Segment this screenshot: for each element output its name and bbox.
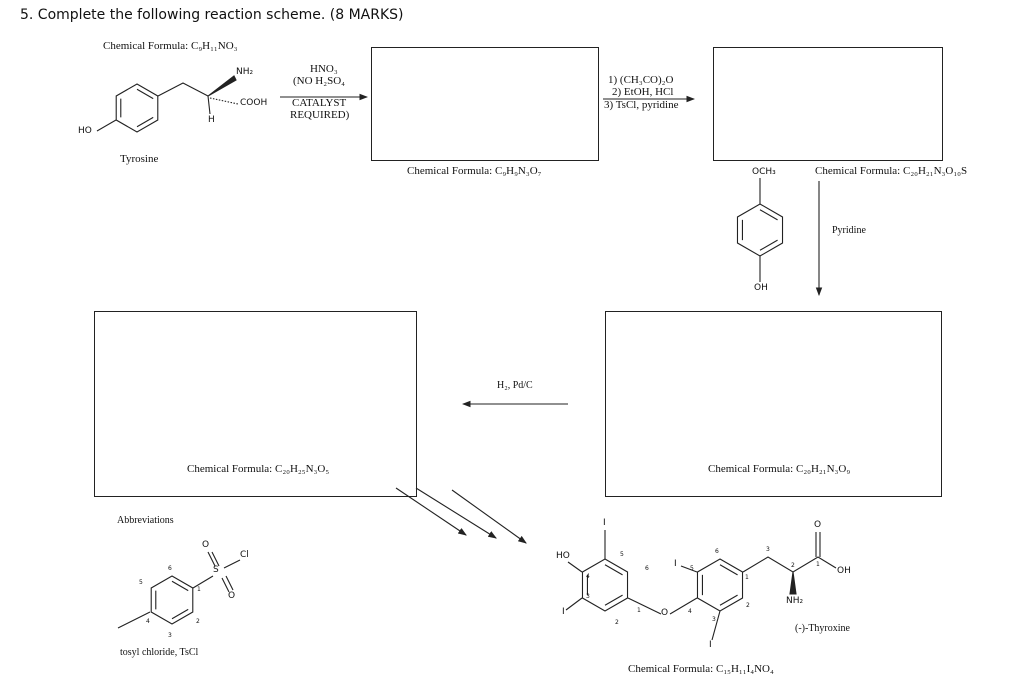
pyridine-label: Pyridine: [832, 225, 866, 236]
double-bond: [604, 564, 623, 576]
atom-number: 6: [168, 565, 172, 572]
tscl-o: O: [228, 591, 236, 601]
iodine-label: I: [603, 518, 606, 528]
thyroxine-ring-b: [696, 558, 744, 612]
tyrosine-bonds: [96, 82, 209, 132]
arrow-final-2: [415, 487, 497, 539]
reagent-line: CATALYST: [292, 97, 347, 109]
double-bond: [759, 209, 778, 221]
tyrosine-ho: HO: [78, 126, 92, 136]
double-bond: [719, 594, 738, 606]
atom-number: 6: [645, 565, 649, 572]
atom-number: 2: [615, 619, 619, 626]
reagent-line: REQUIRED): [290, 109, 350, 121]
tscl-o: O: [202, 540, 210, 550]
reagent-line: 1) (CH₃CO)₂O: [608, 74, 674, 86]
methoxyphenol-oh: OH: [754, 283, 768, 293]
methoxyphenol-och3: OCH₃: [752, 167, 776, 177]
arrow-final-1: [395, 487, 467, 536]
atom-number: 1: [816, 561, 820, 568]
reagent-line: 2) EtOH, HCl: [612, 86, 674, 98]
amine-nh2: NH₂: [786, 596, 804, 606]
atom-number: 4: [146, 618, 150, 625]
tyrosine-nh2: NH₂: [236, 67, 254, 77]
double-bond: [759, 239, 778, 251]
double-bond: [604, 594, 623, 606]
tyrosine-label: Tyrosine: [120, 153, 159, 165]
atom-number: 5: [620, 551, 624, 558]
product4-formula: Chemical Formula: C₂₀H₂₅N₃O₅: [187, 463, 330, 475]
atom-number: 2: [196, 618, 200, 625]
tscl-label: tosyl chloride, TsCl: [120, 647, 199, 658]
thyroxine-ho: HO: [556, 551, 570, 561]
double-bond: [136, 116, 154, 128]
atom-number: 3: [766, 546, 770, 553]
answer-box-2[interactable]: [713, 47, 943, 161]
atom-number: 4: [586, 573, 590, 580]
double-bond: [719, 564, 738, 576]
tscl-s: S: [213, 565, 219, 575]
atom-number: 3: [712, 616, 716, 623]
atom-number: 2: [746, 602, 750, 609]
question-title: 5. Complete the following reaction schem…: [20, 7, 404, 23]
atom-number: 3: [586, 593, 590, 600]
answer-box-3[interactable]: [94, 311, 417, 497]
atom-number: 5: [690, 565, 694, 572]
tyrosine-hash: [209, 97, 239, 105]
reagent-line: 3) TsCl, pyridine: [604, 99, 679, 111]
iodine-label: I: [674, 559, 677, 569]
atom-number: 4: [688, 608, 692, 615]
reagent-line: HNO₃: [310, 63, 338, 75]
methoxyphenol-ring: [736, 203, 784, 257]
acid-oh: OH: [837, 566, 851, 576]
iodine-label: I: [562, 607, 565, 617]
tyrosine-cooh: COOH: [240, 98, 268, 108]
double-bond: [171, 608, 189, 620]
thyroxine-label: (-)-Thyroxine: [795, 623, 850, 634]
atom-number: 3: [168, 632, 172, 639]
reagent-line: (NO H₂SO₄: [293, 75, 345, 87]
nh2-wedge: [789, 571, 797, 595]
atom-number: 1: [745, 574, 749, 581]
arrow-final-3: [451, 489, 527, 544]
atom-number: 5: [139, 579, 143, 586]
tyrosine-ring: [115, 83, 159, 133]
product3-formula: Chemical Formula: C₂₀H₂₁N₃O₉: [708, 463, 851, 475]
tyrosine-formula: Chemical Formula: C₉H₁₁NO₃: [103, 40, 238, 52]
double-bond: [171, 580, 189, 592]
tyrosine-wedge: [207, 75, 237, 97]
ether-oxygen: O: [661, 608, 669, 618]
h2-pdc-label: H₂, Pd/C: [497, 380, 533, 391]
thyroxine-formula: Chemical Formula: C₁₅H₁₁I₄NO₄: [628, 663, 774, 675]
tscl-cl: Cl: [240, 550, 249, 560]
tosyl-ring: [150, 575, 194, 625]
answer-box-4[interactable]: [605, 311, 942, 497]
abbreviations-heading: Abbreviations: [117, 515, 174, 526]
double-bond: [136, 88, 154, 100]
carbonyl-oxygen: O: [814, 520, 822, 530]
thyroxine-ring-a: [581, 558, 629, 612]
iodine-label: I: [709, 640, 712, 650]
answer-box-1[interactable]: [371, 47, 599, 161]
atom-number: 6: [715, 548, 719, 555]
atom-number: 1: [637, 607, 641, 614]
product1-formula: Chemical Formula: C₉H₉N₃O₇: [407, 165, 542, 177]
tyrosine-h: H: [208, 115, 215, 125]
atom-number: 2: [791, 562, 795, 569]
product2-formula: Chemical Formula: C₂₀H₂₁N₃O₁₀S: [815, 165, 968, 177]
atom-number: 1: [197, 586, 201, 593]
